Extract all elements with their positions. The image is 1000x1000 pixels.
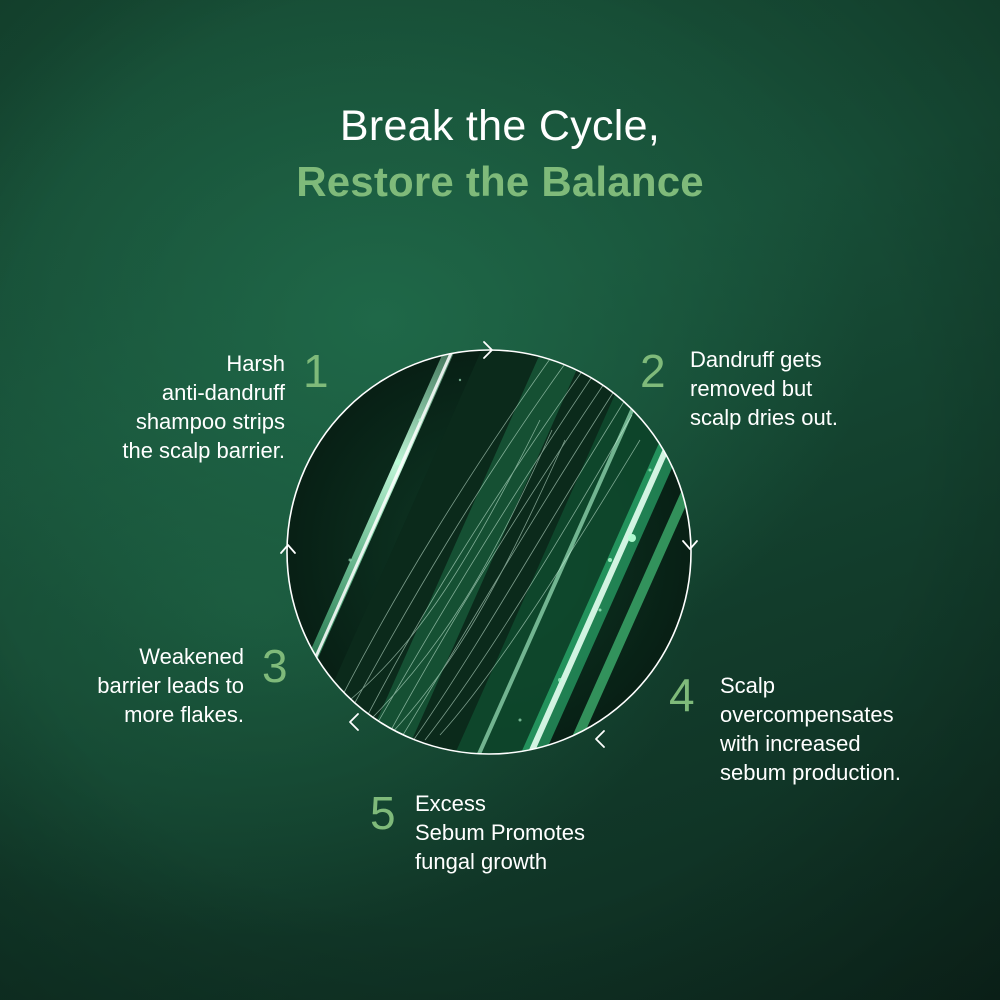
step-4-description: Scalp overcompensates with increased seb…	[720, 671, 901, 787]
step-2-number: 2	[640, 345, 666, 397]
cycle-arrow-left-icon	[280, 544, 296, 554]
step-1-line: Harsh	[226, 351, 285, 376]
step-1-number: 1	[303, 345, 329, 397]
sparkle-particles	[348, 378, 652, 722]
step-5-description: Excess Sebum Promotes fungal growth	[415, 789, 585, 876]
step-4-line: sebum production.	[720, 760, 901, 785]
cycle-arrow-right-icon	[682, 540, 698, 550]
step-4-line: with increased	[720, 731, 861, 756]
heading-line-1: Break the Cycle,	[339, 102, 661, 150]
step-5-number: 5	[370, 787, 396, 839]
step-2-line: scalp dries out.	[690, 405, 838, 430]
step-2-description: Dandruff gets removed but scalp dries ou…	[690, 345, 838, 432]
cycle-ring	[286, 349, 692, 755]
hair-strands-image	[287, 350, 691, 754]
step-1-description: Harsh anti-dandruff shampoo strips the s…	[122, 349, 285, 465]
heading-line-2: Restore the Balance	[296, 158, 704, 205]
step-3-line: Weakened	[139, 644, 244, 669]
step-5-line: fungal growth	[415, 849, 548, 874]
step-5-line: Sebum Promotes	[415, 820, 585, 845]
step-4-number: 4	[669, 669, 695, 721]
step-3-description: Weakened barrier leads to more flakes.	[97, 642, 244, 729]
step-2-line: Dandruff gets	[690, 347, 822, 372]
step-1-line: shampoo strips	[135, 409, 285, 434]
cycle-arrow-bottom-left-icon	[349, 713, 359, 731]
step-4-line: overcompensates	[720, 702, 894, 727]
hair-fibers	[329, 350, 641, 751]
step-1-line: anti-dandruff	[161, 380, 285, 405]
step-4-line: Scalp	[720, 673, 776, 698]
step-2-line: removed but	[690, 376, 813, 401]
step-1-line: the scalp barrier.	[122, 438, 285, 463]
step-3-line: more flakes.	[124, 702, 244, 727]
step-5-line: Excess	[415, 791, 486, 816]
step-3-number: 3	[262, 640, 288, 692]
cycle-arrow-bottom-right-icon	[595, 730, 605, 748]
step-3-line: barrier leads to	[97, 673, 244, 698]
cycle-arrow-top-icon	[483, 341, 493, 359]
